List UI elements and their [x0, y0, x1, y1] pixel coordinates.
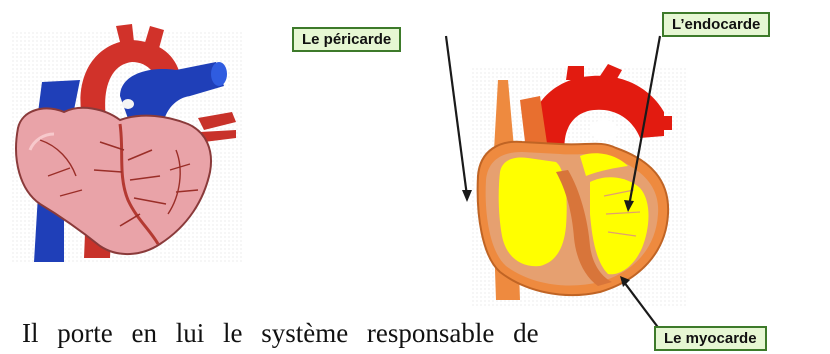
right-chamber — [499, 158, 567, 267]
heart-cross-section — [470, 64, 688, 306]
label-myocarde: Le myocarde — [654, 326, 767, 351]
pericarde-pointer-line — [446, 36, 467, 196]
external-heart-illustration — [10, 24, 242, 262]
caption-text: Il porte en lui le système responsable d… — [22, 318, 539, 349]
label-endocarde: L’endocarde — [662, 12, 770, 37]
label-pericarde: Le péricarde — [292, 27, 401, 52]
